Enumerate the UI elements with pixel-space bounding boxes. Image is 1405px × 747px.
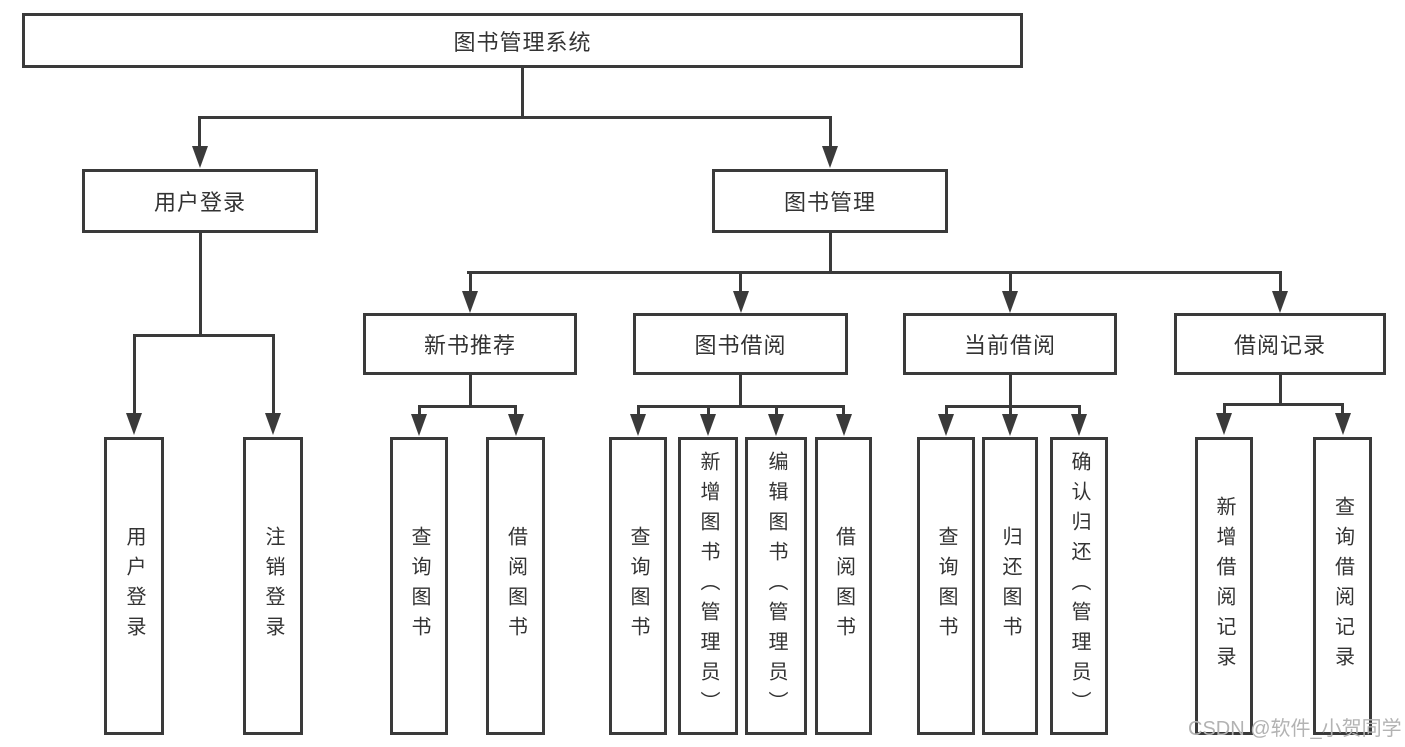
- connector-line: [198, 116, 201, 147]
- arrow-down-icon: [191, 146, 208, 168]
- leaf-query-books-recommend-label: 查询图书: [408, 526, 430, 646]
- connector-line: [132, 334, 136, 414]
- leaf-user-login-label: 用户登录: [123, 526, 145, 646]
- arrow-down-icon: [1002, 414, 1018, 436]
- connector-line: [520, 68, 524, 118]
- arrow-down-icon: [1071, 414, 1087, 436]
- connector-line: [198, 233, 202, 335]
- leaf-borrow-books-recommend: 借阅图书: [486, 437, 545, 735]
- leaf-logout: 注销登录: [243, 437, 303, 735]
- leaf-borrow-books-borrowing: 借阅图书: [815, 437, 872, 735]
- arrow-down-icon: [1216, 413, 1232, 435]
- connector-line: [842, 405, 845, 416]
- node-book-management: 图书管理: [712, 169, 948, 233]
- arrow-down-icon: [768, 414, 784, 436]
- connector-line: [198, 115, 831, 119]
- connector-line: [1008, 405, 1012, 416]
- connector-line: [1222, 402, 1343, 406]
- arrow-down-icon: [1272, 291, 1288, 313]
- leaf-add-book-admin: 新增图书（管理员）: [678, 437, 738, 735]
- arrow-down-icon: [938, 414, 954, 436]
- leaf-query-books-borrowing-label: 查询图书: [627, 526, 649, 646]
- arrow-down-icon: [822, 146, 838, 168]
- arrow-down-icon: [732, 291, 749, 313]
- arrow-down-icon: [835, 414, 852, 436]
- leaf-return-book-label: 归还图书: [999, 526, 1021, 646]
- connector-line: [944, 405, 948, 416]
- connector-line: [944, 404, 1080, 408]
- connector-line: [417, 404, 517, 408]
- leaf-query-books-borrowing: 查询图书: [609, 437, 667, 735]
- arrow-down-icon: [630, 414, 646, 436]
- node-book-borrowing-label: 图书借阅: [694, 333, 787, 358]
- node-new-book-recommend-label: 新书推荐: [423, 333, 516, 358]
- leaf-borrow-books-recommend-label: 借阅图书: [504, 526, 527, 646]
- connector-line: [468, 271, 472, 292]
- leaf-query-borrow-record: 查询借阅记录: [1313, 437, 1372, 735]
- connector-line: [271, 334, 275, 414]
- node-current-borrowing-label: 当前借阅: [963, 333, 1056, 358]
- connector-line: [1008, 375, 1012, 406]
- node-book-management-label: 图书管理: [783, 190, 876, 215]
- connector-line: [739, 271, 742, 292]
- connector-line: [636, 404, 844, 408]
- node-book-borrowing: 图书借阅: [633, 313, 848, 375]
- leaf-add-borrow-record-label: 新增借阅记录: [1213, 496, 1235, 676]
- connector-line: [1008, 271, 1012, 292]
- watermark-text: CSDN @软件_小贺同学: [1188, 718, 1402, 740]
- connector-line: [1278, 271, 1282, 292]
- connector-line: [1341, 403, 1344, 415]
- connector-line: [636, 405, 640, 416]
- connector-line: [514, 405, 517, 416]
- node-borrow-records: 借阅记录: [1174, 313, 1386, 375]
- leaf-confirm-return-admin-label: 确认归还（管理员）: [1068, 451, 1090, 721]
- connector-line: [828, 233, 832, 273]
- node-root: 图书管理系统: [22, 13, 1023, 68]
- node-user-login-label: 用户登录: [153, 190, 246, 215]
- leaf-user-login: 用户登录: [104, 437, 164, 735]
- leaf-edit-book-admin: 编辑图书（管理员）: [745, 437, 807, 735]
- arrow-down-icon: [700, 414, 716, 436]
- leaf-query-books-current-label: 查询图书: [935, 526, 957, 646]
- connector-line: [1077, 405, 1081, 416]
- leaf-logout-label: 注销登录: [262, 526, 284, 646]
- leaf-query-borrow-record-label: 查询借阅记录: [1331, 496, 1354, 676]
- connector-line: [1222, 403, 1226, 415]
- leaf-add-borrow-record: 新增借阅记录: [1195, 437, 1253, 735]
- arrow-down-icon: [462, 291, 478, 313]
- arrow-down-icon: [411, 414, 427, 436]
- arrow-down-icon: [126, 413, 142, 435]
- leaf-edit-book-admin-label: 编辑图书（管理员）: [765, 451, 787, 721]
- node-root-label: 图书管理系统: [453, 29, 592, 55]
- connector-line: [774, 405, 778, 416]
- leaf-query-books-current: 查询图书: [917, 437, 975, 735]
- connector-line: [828, 116, 832, 147]
- leaf-confirm-return-admin: 确认归还（管理员）: [1050, 437, 1108, 735]
- connector-line: [739, 375, 742, 406]
- arrow-down-icon: [1334, 413, 1351, 435]
- leaf-borrow-books-borrowing-label: 借阅图书: [832, 526, 855, 646]
- leaf-query-books-recommend: 查询图书: [390, 437, 448, 735]
- connector-line: [468, 375, 472, 406]
- leaf-add-book-admin-label: 新增图书（管理员）: [697, 451, 719, 721]
- node-new-book-recommend: 新书推荐: [363, 313, 577, 375]
- connector-line: [1278, 375, 1282, 404]
- arrow-down-icon: [265, 413, 281, 435]
- connector-line: [466, 270, 1282, 274]
- arrow-down-icon: [1002, 291, 1018, 313]
- connector-line: [132, 333, 274, 337]
- connector-line: [417, 405, 421, 416]
- node-current-borrowing: 当前借阅: [903, 313, 1117, 375]
- connector-line: [706, 405, 710, 416]
- node-user-login: 用户登录: [82, 169, 318, 233]
- arrow-down-icon: [507, 414, 524, 436]
- leaf-return-book: 归还图书: [982, 437, 1038, 735]
- node-borrow-records-label: 借阅记录: [1233, 333, 1326, 358]
